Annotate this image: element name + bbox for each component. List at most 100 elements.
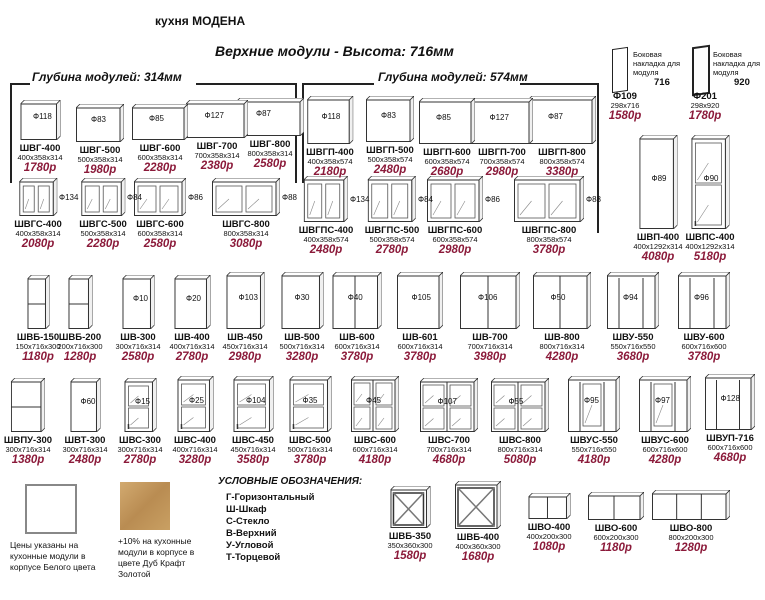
module-drawing bbox=[123, 378, 156, 432]
module-drawing bbox=[420, 378, 478, 432]
model-phi-label: Ф127 bbox=[489, 113, 509, 122]
module-dims: 150x716x300 bbox=[15, 342, 61, 351]
module-code: ШВТ-300 bbox=[64, 435, 106, 446]
module-price: 2580р bbox=[253, 158, 287, 170]
module-drawing bbox=[705, 374, 755, 430]
module-price: 3680р bbox=[616, 351, 650, 363]
side-panel-716[interactable]: Ф109 298x716 1580р bbox=[609, 92, 642, 123]
module-code: ШВ-400 bbox=[174, 332, 210, 343]
model-phi-label: Ф95 bbox=[584, 396, 599, 405]
module-price: 2780р bbox=[123, 454, 157, 466]
module-price: 3780р bbox=[340, 351, 374, 363]
module-dims: 400x716x314 bbox=[169, 342, 215, 351]
module-dims: 500x358x314 bbox=[80, 229, 126, 238]
module-drawing bbox=[460, 272, 520, 329]
module-drawing bbox=[19, 100, 60, 140]
module-price: 4180р bbox=[358, 454, 392, 466]
model-phi-label: Ф106 bbox=[478, 292, 498, 302]
side-panel-code: Ф201 bbox=[693, 91, 717, 102]
model-phi-label: Ф96 bbox=[694, 292, 709, 302]
depth-574-label: Глубина модулей: 574мм bbox=[378, 70, 528, 84]
module-dims: 300x716x314 bbox=[62, 445, 108, 454]
module-price: 1680р bbox=[461, 551, 495, 563]
module-code: ШВГПС-800 bbox=[521, 225, 577, 236]
module-code: ШВГПС-400 bbox=[298, 225, 354, 236]
legend-entry: Ш-Шкаф bbox=[226, 504, 267, 515]
module-code: ШВПУ-300 bbox=[3, 435, 53, 446]
module-dims: 200x716x300 bbox=[57, 342, 103, 351]
module-drawing bbox=[588, 492, 644, 520]
module-dims: 700x358x574 bbox=[479, 157, 525, 166]
side-panel-dims: 298x920 bbox=[690, 101, 720, 110]
model-phi-label: Ф88 bbox=[282, 193, 297, 202]
module-code: ШВГПС-500 bbox=[364, 225, 420, 236]
module-code: ШВГ-600 bbox=[139, 143, 181, 154]
module-drawing bbox=[639, 376, 691, 432]
module-price: 4680р bbox=[713, 452, 747, 464]
module-drawing bbox=[533, 272, 591, 329]
legend-entry: С-Стекло bbox=[226, 516, 270, 527]
module-code: ШВБ-400 bbox=[456, 532, 500, 543]
side-panel-920[interactable]: Ф201 298x920 1780р bbox=[688, 91, 722, 123]
module-code: ШВГП-800 bbox=[538, 147, 586, 158]
side-panel-price: 1780р bbox=[688, 110, 722, 122]
module-code: ШВУП-716 bbox=[706, 433, 754, 444]
module-dims: 350x360x300 bbox=[387, 541, 433, 550]
module-drawing bbox=[67, 275, 92, 329]
bracket-line bbox=[302, 83, 374, 85]
module-drawing bbox=[691, 135, 729, 229]
module-dims: 700x358x314 bbox=[194, 151, 240, 160]
module-drawing bbox=[332, 272, 382, 329]
module-price: 4080р bbox=[641, 251, 675, 263]
module-drawing bbox=[427, 176, 483, 222]
